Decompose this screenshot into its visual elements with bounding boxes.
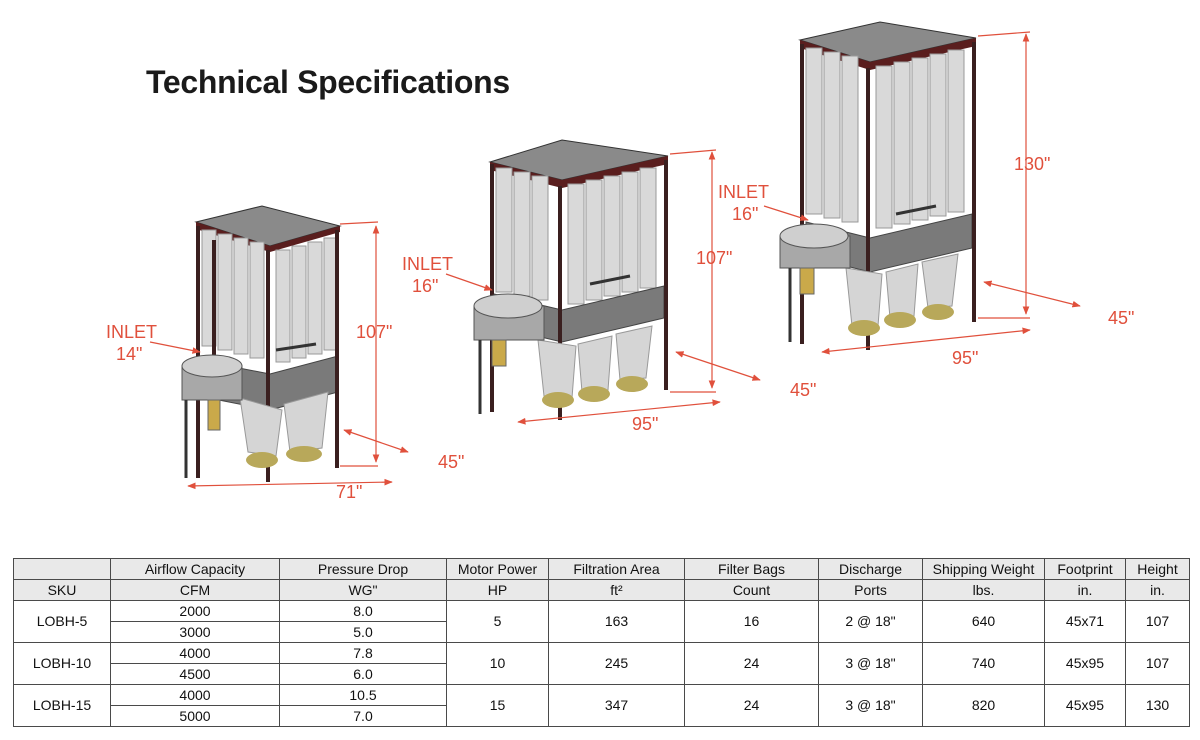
bags-cell: 24	[684, 684, 819, 727]
header-ports: Ports	[818, 579, 923, 601]
unit-medium: 107" 45" 95" INLET 16"	[402, 139, 816, 434]
header-top-height: Height	[1125, 558, 1190, 580]
dust-collector-illustration: 107" 45" 71" INLET 14"	[106, 21, 1134, 502]
table-row: 5000 7.0	[14, 705, 1190, 727]
header-top-footprint: Footprint	[1044, 558, 1126, 580]
cfm-cell: 4000	[110, 684, 280, 706]
unit-large: 130" 45" 95" INLET 16"	[718, 21, 1134, 368]
header-wg: WG"	[279, 579, 447, 601]
wg-cell: 10.5	[279, 684, 447, 706]
weight-cell: 740	[922, 642, 1045, 685]
table-row: LOBH-15 4000 10.5 15 347 24 3 @ 18" 820 …	[13, 684, 1190, 727]
cfm-cell: 3000	[110, 621, 280, 643]
large-height-label: 130"	[1014, 154, 1050, 174]
footprint-cell: 45x71	[1044, 600, 1126, 643]
unit-small: 107" 45" 71" INLET 14"	[106, 205, 464, 502]
hp-cell: 15	[446, 684, 549, 727]
medium-height-label: 107"	[696, 248, 732, 268]
page-title: Technical Specifications	[146, 64, 510, 100]
bags-cell: 24	[684, 642, 819, 685]
small-inlet-label: INLET	[106, 322, 157, 342]
large-inlet-label: INLET	[718, 182, 769, 202]
header-sku: SKU	[13, 579, 111, 601]
ports-cell: 3 @ 18"	[818, 642, 923, 685]
ports-cell: 2 @ 18"	[818, 600, 923, 643]
spec-table: Airflow Capacity Pressure Drop Motor Pow…	[13, 558, 1190, 727]
hp-cell: 5	[446, 600, 549, 643]
height-cell: 107	[1125, 642, 1190, 685]
small-height-label: 107"	[356, 322, 392, 342]
large-width-label: 95"	[952, 348, 978, 368]
header-hp: HP	[446, 579, 549, 601]
wg-cell: 7.8	[279, 642, 447, 664]
table-row: 3000 5.0	[14, 621, 1190, 643]
header-top-motor: Motor Power	[446, 558, 549, 580]
header-ft2: ft²	[548, 579, 685, 601]
weight-cell: 820	[922, 684, 1045, 727]
wg-cell: 5.0	[279, 621, 447, 643]
header-row-bottom: SKU CFM WG" HP ft² Count Ports lbs. in. …	[13, 579, 1190, 601]
header-top-airflow: Airflow Capacity	[110, 558, 280, 580]
header-top-weight: Shipping Weight	[922, 558, 1045, 580]
footprint-cell: 45x95	[1044, 684, 1126, 727]
header-top-bags: Filter Bags	[684, 558, 819, 580]
sku-cell: LOBH-10	[13, 642, 111, 685]
header-top-filtration: Filtration Area	[548, 558, 685, 580]
header-footprint-in: in.	[1044, 579, 1126, 601]
cfm-cell: 4500	[110, 663, 280, 685]
header-count: Count	[684, 579, 819, 601]
header-top-sku	[13, 558, 111, 580]
table-row: LOBH-5 2000 8.0 5 163 16 2 @ 18" 640 45x…	[13, 600, 1190, 643]
table-row: 4500 6.0	[14, 663, 1190, 685]
header-cfm: CFM	[110, 579, 280, 601]
header-lbs: lbs.	[922, 579, 1045, 601]
bags-cell: 16	[684, 600, 819, 643]
sku-cell: LOBH-5	[13, 600, 111, 643]
medium-inlet-label: INLET	[402, 254, 453, 274]
area-cell: 163	[548, 600, 685, 643]
medium-depth-label: 45"	[790, 380, 816, 400]
ports-cell: 3 @ 18"	[818, 684, 923, 727]
header-top-discharge: Discharge	[818, 558, 923, 580]
footprint-cell: 45x95	[1044, 642, 1126, 685]
small-depth-label: 45"	[438, 452, 464, 472]
table-row: LOBH-10 4000 7.8 10 245 24 3 @ 18" 740 4…	[13, 642, 1190, 685]
weight-cell: 640	[922, 600, 1045, 643]
large-depth-label: 45"	[1108, 308, 1134, 328]
area-cell: 245	[548, 642, 685, 685]
area-cell: 347	[548, 684, 685, 727]
small-width-label: 71"	[336, 482, 362, 502]
medium-inlet-size: 16"	[412, 276, 438, 296]
cfm-cell: 4000	[110, 642, 280, 664]
large-inlet-size: 16"	[732, 204, 758, 224]
wg-cell: 7.0	[279, 705, 447, 727]
small-inlet-size: 14"	[116, 344, 142, 364]
height-cell: 107	[1125, 600, 1190, 643]
cfm-cell: 5000	[110, 705, 280, 727]
hp-cell: 10	[446, 642, 549, 685]
header-height-in: in.	[1125, 579, 1190, 601]
header-top-pressure: Pressure Drop	[279, 558, 447, 580]
sku-cell: LOBH-15	[13, 684, 111, 727]
wg-cell: 8.0	[279, 600, 447, 622]
cfm-cell: 2000	[110, 600, 280, 622]
wg-cell: 6.0	[279, 663, 447, 685]
header-row-top: Airflow Capacity Pressure Drop Motor Pow…	[13, 558, 1190, 580]
height-cell: 130	[1125, 684, 1190, 727]
medium-width-label: 95"	[632, 414, 658, 434]
